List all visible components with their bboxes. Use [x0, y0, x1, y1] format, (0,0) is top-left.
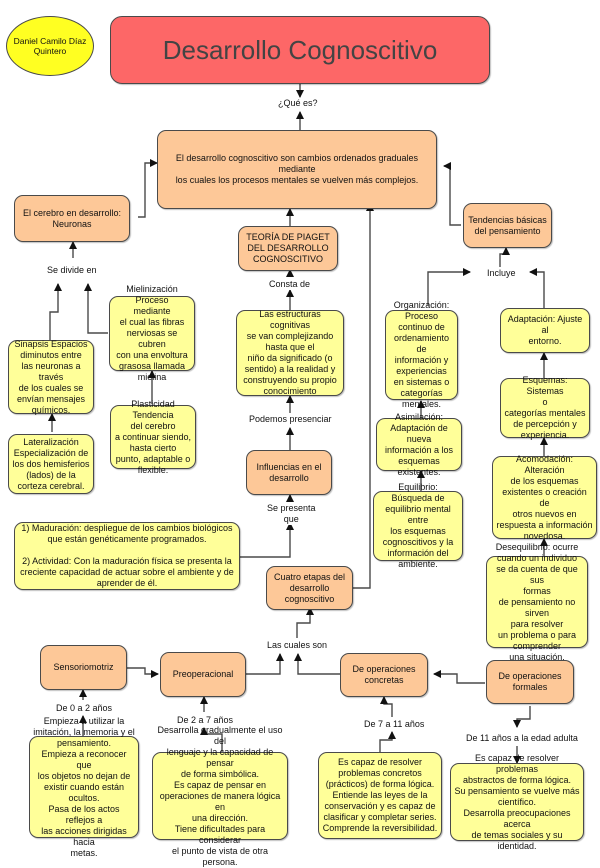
label-que-es: ¿Qué es?	[277, 98, 319, 109]
connector	[246, 653, 284, 675]
formal-operations-node[interactable]: De operaciones formales	[486, 660, 574, 704]
basic-tendencies-node[interactable]: Tendencias básicas del pensamiento	[463, 203, 552, 248]
cognitive-structures-text: Las estructuras cognitivas se van comple…	[243, 309, 337, 396]
schemes-text: Esquemas: Sistemas o categorías mentales…	[504, 375, 586, 440]
accommodation-text: Acomodación: Alteración de los esquemas …	[496, 453, 593, 541]
brain-development-text: El cerebro en desarrollo: Neuronas	[22, 207, 122, 229]
concrete-operations-text: De operaciones concretas	[352, 664, 416, 685]
connector	[200, 727, 223, 752]
sensorimotor-text: Sensoriomotriz	[53, 662, 114, 672]
connector	[380, 696, 393, 717]
disequilibrium-text: Desequilibrio: ocurre cuando un individu…	[495, 541, 579, 662]
formal-operations-description-text: Es capaz de resolver problemas abstracto…	[454, 752, 580, 851]
label-de-2-a-7: De 2 a 7 años	[176, 715, 235, 726]
concrete-operations-node[interactable]: De operaciones concretas	[340, 653, 428, 697]
connector	[240, 522, 294, 558]
lateralization-node[interactable]: Lateralización Especialización de los do…	[8, 434, 94, 494]
basic-tendencies-text: Tendencias básicas del pensamiento	[468, 214, 547, 236]
equilibrium-text: Equilibrio: Búsqueda de equilibrio menta…	[382, 482, 454, 569]
connector	[296, 607, 314, 638]
schemes-node[interactable]: Esquemas: Sistemas o categorías mentales…	[500, 375, 590, 440]
label-incluye: Incluye	[486, 268, 517, 279]
concrete-operations-description[interactable]: Es capaz de resolver problemas concretos…	[318, 752, 442, 839]
plasticity-text: Plasticidad Tendencia del cerebro a cont…	[114, 398, 192, 475]
title-box: Desarrollo Cognoscitivo	[110, 16, 490, 84]
plasticity-node[interactable]: Plasticidad Tendencia del cerebro a cont…	[110, 399, 196, 475]
myelination-node[interactable]: Mielinización Proceso mediante el cual l…	[109, 284, 195, 382]
label-podemos-presenciar: Podemos presenciar	[248, 414, 333, 425]
maturation-activity-text: 1) Maduración: despliegue de los cambios…	[20, 523, 234, 588]
label-de-0-a-2: De 0 a 2 años	[55, 703, 114, 714]
sensorimotor-node[interactable]: Sensoriomotriz	[40, 645, 127, 690]
connector	[138, 159, 158, 218]
four-stages-node[interactable]: Cuatro etapas del desarrollo cognoscitiv…	[266, 566, 353, 610]
preoperational-text: Preoperacional	[172, 669, 234, 679]
adaptation-node[interactable]: Adaptación: Ajuste al entorno.	[500, 308, 590, 353]
connector	[529, 268, 545, 308]
organization-text: Organización: Proceso continuo de ordena…	[393, 300, 450, 409]
connector	[379, 731, 396, 752]
preoperational-description[interactable]: Desarrolla gradualmente el uso del lengu…	[152, 725, 288, 867]
cognitive-structures-node[interactable]: Las estructuras cognitivas se van comple…	[236, 309, 344, 396]
author-name: Daniel Camilo Díaz Quintero	[13, 36, 87, 56]
label-se-presenta-que: Se presenta que	[266, 503, 317, 525]
connector-lines	[48, 84, 548, 764]
sensorimotor-description-text: Empieza a utilizar la imitación, la memo…	[33, 715, 135, 858]
maturation-activity-node[interactable]: 1) Maduración: despliegue de los cambios…	[14, 522, 240, 590]
connector	[499, 247, 510, 267]
author-ellipse: Daniel Camilo Díaz Quintero	[6, 16, 94, 76]
label-consta-de: Consta de	[268, 279, 312, 290]
synapse-node[interactable]: Sinapsis Espacios diminutos entre las ne…	[8, 338, 94, 415]
assimilation-node[interactable]: Asimilación: Adaptación de nueva informa…	[376, 412, 462, 477]
page-title: Desarrollo Cognoscitivo	[162, 35, 438, 65]
preoperational-node[interactable]: Preoperacional	[160, 652, 246, 697]
piaget-theory-text: TEORÍA DE PIAGET DEL DESARROLLO COGNOSCI…	[246, 232, 330, 264]
connector	[294, 653, 340, 675]
disequilibrium-node[interactable]: Desequilibrio: ocurre cuando un individu…	[486, 542, 588, 662]
connector	[127, 667, 159, 678]
brain-development-node[interactable]: El cerebro en desarrollo: Neuronas	[14, 195, 130, 242]
connector	[513, 706, 531, 728]
piaget-theory-node[interactable]: TEORÍA DE PIAGET DEL DESARROLLO COGNOSCI…	[238, 226, 338, 271]
formal-operations-description[interactable]: Es capaz de resolver problemas abstracto…	[450, 753, 584, 851]
connector	[433, 670, 485, 684]
influences-text: Influencias en el desarrollo	[256, 461, 322, 483]
equilibrium-node[interactable]: Equilibrio: Búsqueda de equilibrio menta…	[373, 482, 463, 569]
label-se-divide-en: Se divide en	[46, 265, 98, 276]
label-de-7-a-11: De 7 a 11 años	[363, 719, 426, 730]
formal-operations-text: De operaciones formales	[498, 671, 562, 692]
influences-node[interactable]: Influencias en el desarrollo	[246, 450, 332, 495]
concrete-operations-description-text: Es capaz de resolver problemas concretos…	[322, 757, 438, 833]
accommodation-node[interactable]: Acomodación: Alteración de los esquemas …	[492, 453, 597, 541]
preoperational-description-text: Desarrolla gradualmente el uso del lengu…	[157, 724, 283, 867]
connector	[427, 268, 471, 305]
assimilation-text: Asimilación: Adaptación de nueva informa…	[384, 411, 454, 477]
lateralization-text: Lateralización Especialización de los do…	[12, 436, 90, 491]
four-stages-text: Cuatro etapas del desarrollo cognoscitiv…	[273, 571, 346, 604]
label-de-11-adulta: De 11 años a la edad adulta	[465, 733, 579, 744]
connector	[84, 283, 108, 334]
connector	[49, 283, 62, 340]
connector	[443, 162, 461, 226]
adaptation-text: Adaptación: Ajuste al entorno.	[507, 314, 583, 346]
synapse-text: Sinapsis Espacios diminutos entre las ne…	[14, 338, 88, 415]
sensorimotor-description[interactable]: Empieza a utilizar la imitación, la memo…	[29, 716, 139, 858]
definition-text: El desarrollo cognoscitivo son cambios o…	[175, 153, 419, 185]
myelination-text: Mielinización Proceso mediante el cual l…	[116, 284, 188, 382]
organization-node[interactable]: Organización: Proceso continuo de ordena…	[385, 300, 458, 409]
definition-node[interactable]: El desarrollo cognoscitivo son cambios o…	[157, 130, 437, 209]
label-las-cuales-son: Las cuales son	[266, 640, 329, 651]
